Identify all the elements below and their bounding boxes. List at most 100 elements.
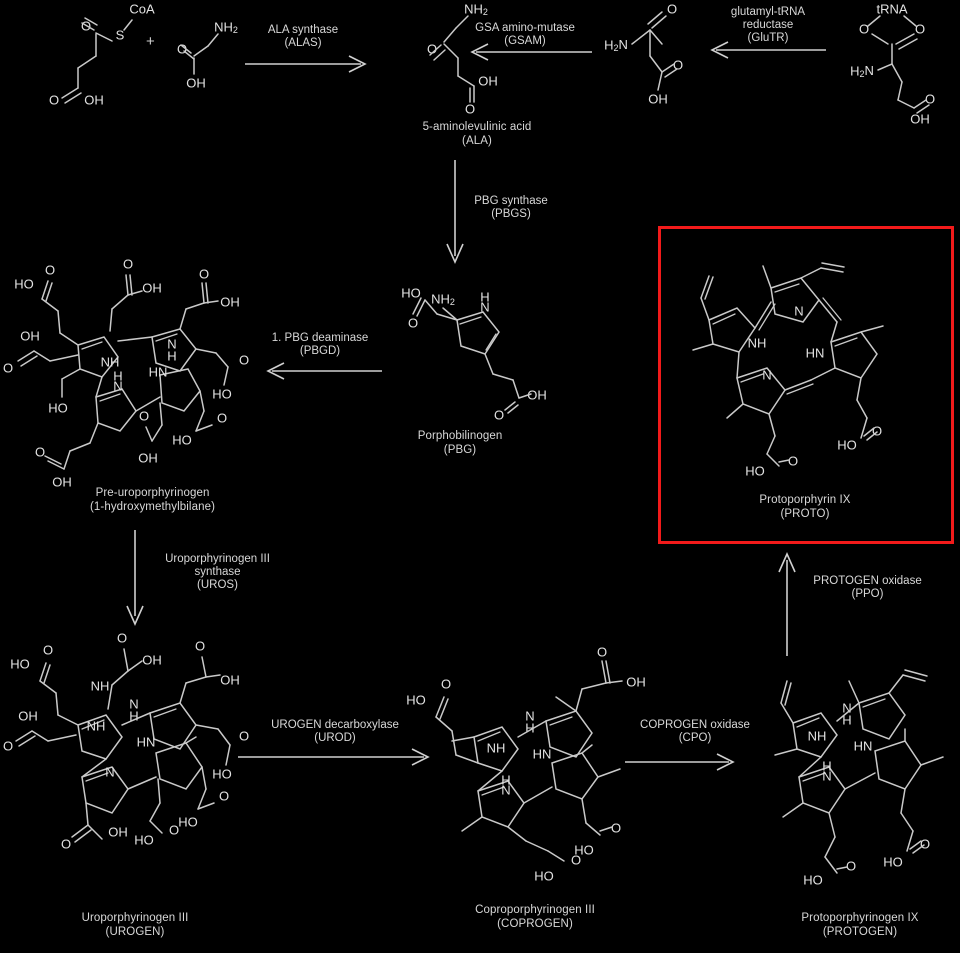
enzyme-glutr-line1: glutamyl-tRNA bbox=[730, 6, 806, 18]
enzyme-pbgs-line1: PBG synthase bbox=[474, 195, 548, 207]
atom-h-p2: H bbox=[822, 758, 831, 773]
molecule-gsa: O H2N O OH bbox=[604, 1, 683, 106]
atom-oh: OH bbox=[527, 387, 547, 402]
arrow-uros bbox=[126, 530, 144, 626]
atom-o-u4: O bbox=[195, 638, 205, 653]
molecule-hydroxymethylbilane: NH N H HN N H HO O HO OH O bbox=[3, 256, 249, 489]
atom-oh: OH bbox=[186, 75, 206, 90]
enzyme-urod-line2: (UROD) bbox=[314, 732, 356, 744]
arrow-gsam bbox=[470, 43, 592, 61]
atom-nh-p1: NH bbox=[808, 728, 827, 743]
atom-h2n: H2N bbox=[604, 37, 628, 53]
atom-h2n: H2N bbox=[850, 63, 874, 79]
atom-o-c1: O bbox=[441, 676, 451, 691]
atom-o-p1: O bbox=[920, 836, 930, 851]
enzyme-ppo-line1: PROTOGEN oxidase bbox=[813, 575, 922, 587]
atom-nh-c1: NH bbox=[487, 740, 506, 755]
atom-ho: HO bbox=[401, 285, 421, 300]
atom-o2: O bbox=[925, 91, 935, 106]
atom-hn-u1: HN bbox=[137, 734, 156, 749]
enzyme-cpo-line2: (CPO) bbox=[678, 732, 712, 744]
atom-ho-proto-2: HO bbox=[745, 463, 765, 478]
label-ala-abbr: (ALA) bbox=[462, 134, 492, 147]
atom-o-1: O bbox=[45, 262, 55, 277]
arrow-urod bbox=[238, 748, 430, 766]
label-proto: Protoporphyrin IX (PROTO) bbox=[710, 494, 900, 521]
atom-ho-u4: HO bbox=[134, 832, 154, 847]
label-protogen: Protoporphyrinogen IX (PROTOGEN) bbox=[770, 912, 950, 939]
atom-o-6: O bbox=[217, 410, 227, 425]
label-ala-name: 5-aminolevulinic acid bbox=[422, 121, 532, 133]
atom-n: N bbox=[480, 299, 489, 314]
label-ala: 5-aminolevulinic acid (ALA) bbox=[382, 121, 572, 148]
arrow-ppo bbox=[778, 552, 796, 656]
atom-h: H bbox=[480, 289, 489, 304]
atom-o-left: O bbox=[859, 21, 869, 36]
atom-oh-2: OH bbox=[142, 280, 162, 295]
enzyme-alas-line2: (ALAS) bbox=[284, 37, 322, 49]
label-urogen-abbr: (UROGEN) bbox=[105, 925, 165, 938]
label-pbg-name: Porphobilinogen bbox=[417, 430, 503, 442]
atom-h-u1: H bbox=[129, 708, 138, 723]
enzyme-gsam-line1: GSA amino-mutase bbox=[475, 22, 575, 34]
label-hmb: Pre-uroporphyrinogen (1-hydroxymethylbil… bbox=[55, 487, 250, 514]
plus-symbol: + bbox=[146, 33, 155, 50]
enzyme-gsam: GSA amino-mutase (GSAM) bbox=[450, 22, 600, 48]
enzyme-uros: Uroporphyrinogen III synthase (UROS) bbox=[145, 553, 290, 592]
atom-coa: CoA bbox=[129, 1, 155, 16]
molecule-coprogen: NH N H HN H N HO O OH O O bbox=[406, 644, 646, 883]
molecule-pbg: NH2 N H HO O OH O bbox=[401, 285, 547, 422]
molecule-succinyl-coa: CoA S O O OH bbox=[49, 1, 155, 107]
label-coprogen: Coproporphyrinogen III (COPROGEN) bbox=[455, 904, 615, 931]
atom-hn-p1: HN bbox=[854, 738, 873, 753]
molecule-urogen: NH N H HN N NH HO O OH O OH O bbox=[3, 630, 249, 851]
atom-o-7: O bbox=[139, 408, 149, 423]
atom-o-3: O bbox=[123, 256, 133, 271]
molecule-protoporphyrin-ix: N NH HN N bbox=[692, 262, 884, 478]
atom-nh2: NH2 bbox=[464, 1, 488, 17]
label-urogen: Uroporphyrinogen III (UROGEN) bbox=[60, 912, 210, 939]
atom-ho-2: HO bbox=[48, 400, 68, 415]
arrow-alas bbox=[245, 55, 367, 73]
atom-oh-4: OH bbox=[138, 450, 158, 465]
atom-ho-proto-1: HO bbox=[837, 437, 857, 452]
atom-oh-u4: OH bbox=[108, 824, 128, 839]
atom-o-u2: O bbox=[3, 738, 13, 753]
atom-o-u6: O bbox=[219, 788, 229, 803]
highlight-box-proto bbox=[658, 226, 954, 544]
label-protogen-name: Protoporphyrinogen IX bbox=[801, 912, 919, 924]
arrow-pbgs bbox=[446, 160, 464, 264]
atom-o-u5: O bbox=[239, 728, 249, 743]
atom-o: O bbox=[667, 1, 677, 16]
atom-oh: OH bbox=[648, 91, 668, 106]
atom-n-1: N bbox=[167, 336, 176, 351]
atom-ho-1: HO bbox=[14, 276, 34, 291]
atom-s: S bbox=[116, 27, 125, 42]
atom-n-p1: N bbox=[842, 700, 851, 715]
atom-nh2: NH2 bbox=[431, 291, 455, 307]
atom-n-u1: N bbox=[129, 696, 138, 711]
label-protogen-abbr: (PROTOGEN) bbox=[822, 925, 898, 938]
label-proto-abbr: (PROTO) bbox=[780, 507, 830, 520]
enzyme-urod: UROGEN decarboxylase (UROD) bbox=[245, 719, 425, 745]
enzyme-pbgd: 1. PBG deaminase (PBGD) bbox=[250, 332, 390, 358]
atom-o: O bbox=[177, 41, 187, 56]
atom-h-2: H bbox=[113, 368, 122, 383]
label-hmb-name: Pre-uroporphyrinogen bbox=[95, 487, 210, 499]
atom-o2: O bbox=[465, 101, 475, 116]
molecule-glutamyl-trna: tRNA O O H2N O OH bbox=[850, 1, 935, 126]
enzyme-glutr-line2: reductase bbox=[742, 19, 794, 31]
atom-o-4: O bbox=[199, 266, 209, 281]
atom-oh: OH bbox=[84, 92, 104, 107]
atom-n-c2: N bbox=[501, 782, 510, 797]
atom-ho-p2: HO bbox=[803, 872, 823, 887]
enzyme-cpo: COPROGEN oxidase (CPO) bbox=[615, 719, 775, 745]
atom-n-c1: N bbox=[525, 708, 534, 723]
atom-oh: OH bbox=[910, 111, 930, 126]
atom-h-1: H bbox=[167, 348, 176, 363]
label-pbg: Porphobilinogen (PBG) bbox=[380, 430, 540, 457]
atom-oh-u2: OH bbox=[142, 652, 162, 667]
atom-o2: O bbox=[49, 92, 59, 107]
atom-o-p2: O bbox=[846, 858, 856, 873]
enzyme-alas: ALA synthase (ALAS) bbox=[248, 24, 358, 50]
